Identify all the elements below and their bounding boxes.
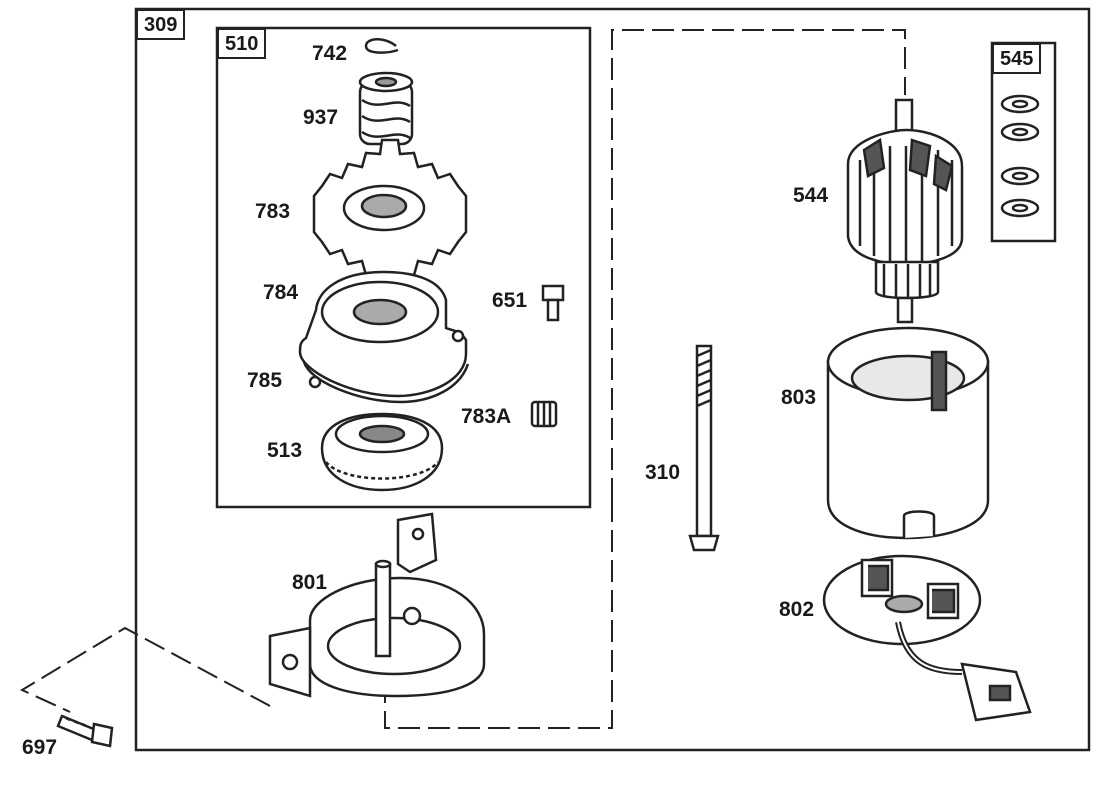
bolt-697 [58,716,112,746]
callout-801: 801 [292,571,328,594]
callout-803: 803 [781,386,817,409]
callout-651: 651 [492,289,528,312]
assembly-label: 309 [136,9,186,40]
leader-line-kit-to-armature [612,30,905,500]
spring-nut-937 [360,73,412,144]
drive-kit-frame [217,28,590,507]
callout-513: 513 [267,439,303,462]
screw-651 [543,286,563,320]
washers-545 [1002,96,1038,216]
clip-742 [366,39,398,52]
leader-line-bolt-697 [22,628,270,712]
brush-plate-802 [824,556,1030,720]
pinion-783A [532,402,556,426]
through-bolt-310 [690,346,718,550]
leader-line-bottom [385,500,612,728]
washer-kit-label: 545 [992,43,1042,74]
end-cap-801 [270,514,484,696]
gear-783 [314,140,466,288]
assembly-frame [136,9,1089,750]
callout-783: 783 [255,200,291,223]
motor-housing-803 [828,328,988,538]
callout-784: 784 [263,281,299,304]
callout-783A: 783A [461,405,512,428]
drive-kit-label: 510 [217,28,267,59]
callout-785: 785 [247,369,283,392]
clutch-513 [322,414,442,490]
callout-310: 310 [645,461,681,484]
callout-544: 544 [793,184,829,207]
callout-697: 697 [22,736,58,759]
callout-742: 742 [312,42,348,65]
callout-802: 802 [779,598,815,621]
housing-784 [300,272,468,402]
callout-937: 937 [303,106,339,129]
armature-544 [848,100,962,322]
